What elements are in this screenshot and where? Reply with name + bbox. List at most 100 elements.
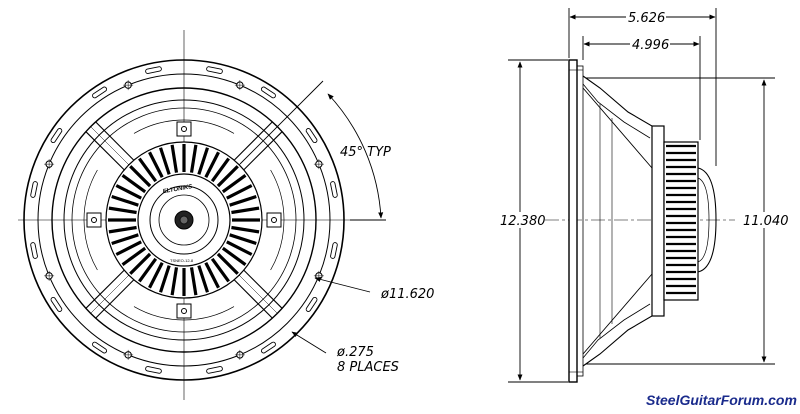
mounting-slot — [92, 86, 108, 99]
front-view — [18, 30, 350, 400]
frame-outer-ring — [23, 59, 345, 381]
hole-leader — [291, 331, 327, 354]
surround-inner — [71, 107, 297, 333]
mounting-slot — [260, 341, 276, 354]
heatsink-fin — [226, 184, 253, 200]
heatsink-fin — [138, 257, 158, 283]
heatsink-fin — [158, 147, 171, 175]
heatsink-fin — [108, 225, 137, 234]
cone-height-label: 11.040 — [743, 214, 789, 229]
hole-size-label: ø.275 — [336, 345, 374, 360]
heatsink-fin — [210, 157, 230, 183]
mounting-slot — [30, 181, 38, 198]
heatsink-fin — [148, 262, 164, 289]
mounting-slot — [145, 66, 162, 74]
overall-depth-label: 5.626 — [628, 11, 665, 26]
basket-spokes — [83, 119, 285, 321]
model-label: TSNEO-12-8 — [170, 258, 194, 263]
heatsink-fin — [121, 246, 147, 266]
spoke-edge — [85, 131, 125, 171]
heatsink-fin — [189, 144, 198, 173]
side-view — [545, 59, 735, 383]
mounting-slot — [330, 181, 338, 198]
mounting-slot — [92, 341, 108, 354]
heatsink-fin — [111, 233, 139, 246]
heatsink-fin — [221, 246, 247, 266]
heatsink-fin — [221, 174, 247, 194]
heatsink-fin — [216, 165, 239, 188]
heatsink-fin — [231, 206, 260, 215]
heatsink-fin — [138, 157, 158, 183]
spoke-edge — [243, 131, 283, 171]
heatsink-fin — [170, 144, 179, 173]
mounting-slot — [50, 128, 63, 144]
heatsink-fins — [108, 144, 260, 296]
mounting-slots — [30, 66, 338, 374]
mounting-slot — [50, 296, 63, 312]
spoke-edge — [243, 269, 283, 309]
heatsink-fin — [197, 265, 210, 293]
heatsink-fin — [115, 240, 142, 256]
vent-plug-hole — [179, 215, 189, 225]
frame-inner-ring — [51, 87, 317, 353]
mounting-flange — [568, 59, 578, 383]
heatsink-fin — [121, 174, 147, 194]
side-dimensions — [508, 8, 775, 383]
watermark: SteelGuitarForum.com — [646, 392, 797, 408]
heatsink-fin — [129, 165, 152, 188]
terminal-left — [86, 212, 102, 228]
spoke-edge — [95, 279, 135, 319]
heatsink-body — [663, 141, 699, 301]
mounting-slot — [206, 66, 223, 74]
heatsink-fin — [115, 184, 142, 200]
heatsink-fin — [170, 267, 179, 296]
heatsink-fin — [226, 240, 253, 256]
terminal-right — [266, 212, 282, 228]
heatsink-side-fins — [666, 144, 696, 295]
heatsink-fin — [108, 206, 137, 215]
mounting-slot — [305, 296, 318, 312]
dust-cap-outer — [149, 185, 219, 255]
cone-window-arc — [133, 306, 235, 321]
angle-label: 45° TYP — [340, 145, 391, 160]
mounting-slot — [330, 242, 338, 259]
heatsink-fin — [158, 265, 171, 293]
diameter-leader — [314, 276, 371, 293]
heatsink-fin — [229, 194, 257, 207]
angle-dimension — [239, 80, 386, 221]
rear-cap — [697, 167, 717, 273]
spoke-edge — [233, 121, 273, 161]
cone-window-arc — [133, 119, 235, 134]
heatsink-fin — [210, 257, 230, 283]
overall-height-label: 12.380 — [500, 214, 546, 229]
spoke-edge — [95, 121, 135, 161]
heatsink-fin — [129, 252, 152, 275]
heatsink-fin — [197, 147, 210, 175]
heatsink-fin — [204, 151, 220, 178]
mounting-slot — [206, 366, 223, 374]
heatsink-fin — [216, 252, 239, 275]
heatsink-fin — [111, 194, 139, 207]
mounting-slot — [30, 242, 38, 259]
mounting-slot — [305, 128, 318, 144]
cone-profile — [582, 87, 653, 355]
spoke-edge — [85, 269, 125, 309]
brand-logo-text: ELTONIKS — [162, 184, 192, 195]
dust-cap-inner — [158, 194, 210, 246]
frame-mounting-ring — [37, 73, 331, 367]
heatsink-fin — [148, 151, 164, 178]
heatsink-fin — [189, 267, 198, 296]
heatsink-fin — [231, 225, 260, 234]
cone-window-arc — [83, 169, 98, 271]
heatsink-fin — [204, 262, 220, 289]
motor-front-plate — [651, 125, 665, 317]
mounting-slot — [260, 86, 276, 99]
flange-gasket — [576, 65, 584, 377]
cone-window-arc — [270, 169, 285, 271]
spoke-edge — [233, 279, 273, 319]
terminal-top — [176, 121, 192, 137]
frame-depth-label: 4.996 — [632, 38, 669, 53]
heatsink-fin — [229, 233, 257, 246]
hole-count-label: 8 PLACES — [337, 360, 399, 375]
